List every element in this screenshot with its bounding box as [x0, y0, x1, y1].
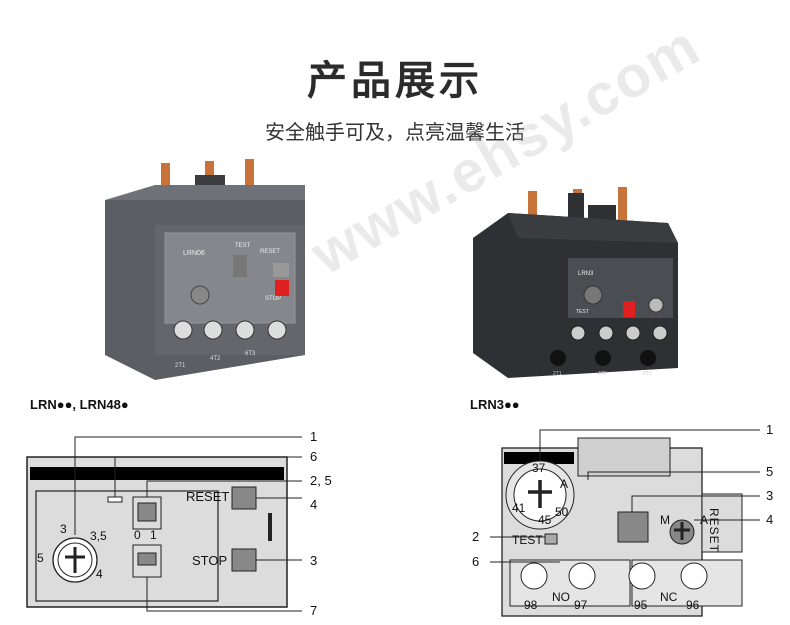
- test-label: TEST: [512, 533, 543, 547]
- device-model-label: LRN3: [578, 271, 594, 277]
- callout-1: 1: [310, 429, 317, 444]
- product-caption-lrn3: LRN3●●: [470, 397, 520, 412]
- device-terminal-3: 6T3: [643, 371, 652, 377]
- contact-96: 96: [686, 598, 700, 612]
- dial-41: 41: [512, 501, 526, 515]
- dial-45: 45: [538, 513, 552, 527]
- diagram-lrn3: 37 41 50 45 A M A RESET TEST 98 NO 97 95…: [472, 422, 773, 617]
- device-test-label: TEST: [235, 243, 251, 249]
- callout-4: 4: [310, 497, 317, 512]
- contact-98: 98: [524, 598, 538, 612]
- diagram-lrn: 0 1 3 3,5 5 4 RESET STOP 1 6 2, 5 4 3 7: [26, 429, 332, 618]
- product-photo-lrn: LRN06 TEST RESET STOP 2T1 4T2 6T3: [105, 159, 305, 380]
- device-terminal-1: 2T1: [553, 371, 562, 377]
- device-terminal-3: 6T3: [245, 351, 256, 357]
- stop-label: STOP: [192, 553, 227, 568]
- dial-a: A: [560, 477, 568, 491]
- callout-7: 7: [310, 603, 317, 618]
- device-reset-label: RESET: [260, 249, 280, 255]
- device-test-label: TEST: [576, 309, 589, 315]
- switch-label-1: 1: [150, 528, 157, 542]
- switch-label-0: 0: [134, 528, 141, 542]
- callout-2-5: 2, 5: [310, 473, 332, 488]
- contact-nc: NC: [660, 590, 678, 604]
- page-subtitle: 安全触手可及，点亮温馨生活: [265, 120, 525, 144]
- product-photo-lrn3: LRN3 TEST 2T1 4T2 6T3: [473, 187, 678, 378]
- contact-no: NO: [552, 590, 570, 604]
- contact-95: 95: [634, 598, 648, 612]
- callout-4: 4: [766, 512, 773, 527]
- device-terminal-1: 2T1: [175, 363, 186, 369]
- page-title: 产品展示: [307, 58, 483, 104]
- dial-50: 50: [555, 505, 569, 519]
- callout-5: 5: [766, 464, 773, 479]
- device-terminal-2: 4T2: [598, 371, 607, 377]
- product-caption-lrn: LRN●●, LRN48●: [30, 397, 129, 412]
- callout-3: 3: [766, 488, 773, 503]
- callout-2: 2: [472, 529, 479, 544]
- dial-label-3-5: 3,5: [90, 529, 107, 543]
- device-model-label: LRN06: [183, 250, 205, 257]
- contact-97: 97: [574, 598, 588, 612]
- callout-6: 6: [472, 554, 479, 569]
- mode-m-label: M: [660, 513, 670, 527]
- dial-label-4: 4: [96, 567, 103, 581]
- dial-37: 37: [532, 461, 546, 475]
- callout-6: 6: [310, 449, 317, 464]
- reset-label: RESET: [186, 489, 229, 504]
- callout-3: 3: [310, 553, 317, 568]
- device-terminal-2: 4T2: [210, 356, 221, 362]
- reset-vertical-label: RESET: [707, 508, 721, 553]
- dial-label-5: 5: [37, 551, 44, 565]
- device-stop-label: STOP: [265, 296, 281, 302]
- callout-1: 1: [766, 422, 773, 437]
- dial-label-3: 3: [60, 522, 67, 536]
